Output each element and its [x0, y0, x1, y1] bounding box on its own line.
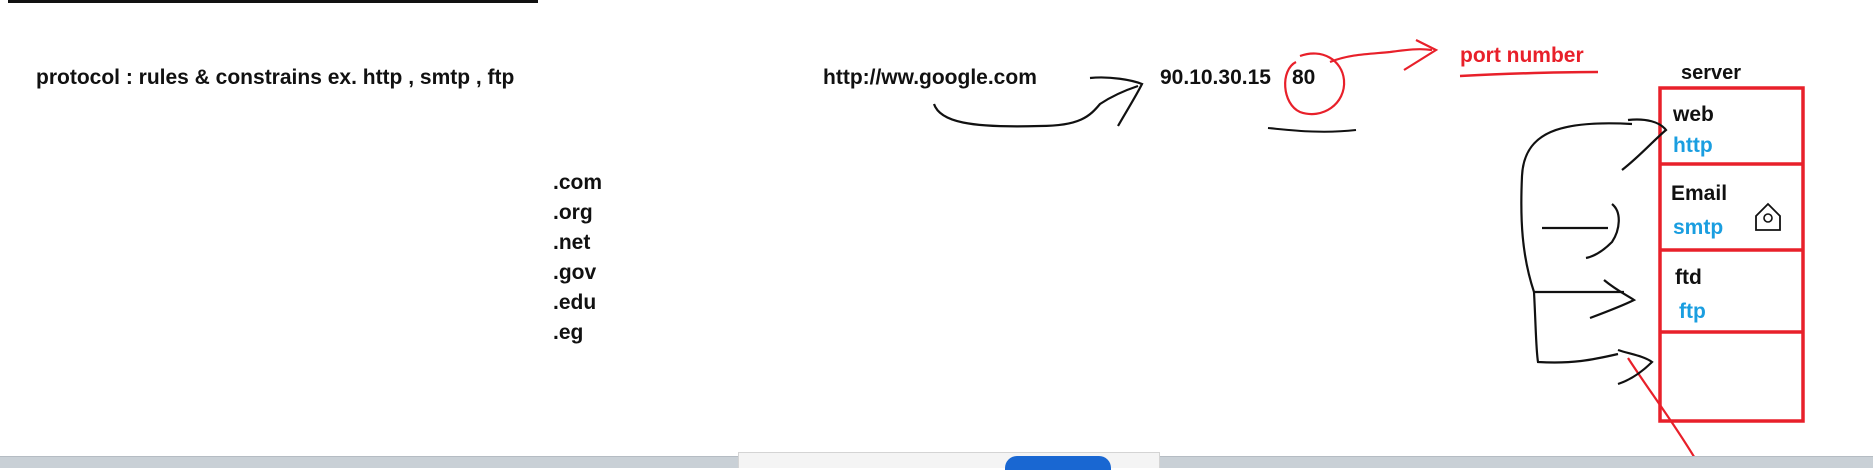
service-ftd-name: ftd [1675, 266, 1702, 289]
url-example: http://ww.google.com [823, 66, 1037, 89]
port-value: 80 [1292, 66, 1316, 89]
server-box [1658, 86, 1805, 423]
url-to-ip-arrowhead [1089, 76, 1144, 127]
tld-item: .net [553, 231, 591, 254]
service-web-name: web [1673, 103, 1714, 126]
tld-item: .gov [553, 261, 597, 284]
port-number-label: port number [1460, 44, 1584, 67]
tld-list: .com .org .net .gov .edu .eg [553, 168, 602, 348]
protocol-note: protocol : rules & constrains ex. http ,… [36, 66, 515, 89]
port-arrowhead [1403, 39, 1439, 71]
bottom-action-button[interactable] [1005, 456, 1111, 470]
server-label: server [1681, 62, 1742, 84]
port-arrow [1329, 48, 1433, 64]
arrow-to-email-head [1585, 203, 1620, 260]
red-pointer-line [1627, 357, 1697, 461]
tld-item: .edu [553, 291, 597, 314]
service-email-name: Email [1671, 182, 1728, 205]
port-circle [1284, 52, 1346, 116]
port-label-underline [1459, 70, 1599, 78]
service-email-protocol: smtp [1673, 216, 1724, 239]
ip-address: 90.10.30.15 [1160, 66, 1271, 89]
service-web-protocol: http [1673, 134, 1713, 157]
service-bracket [1520, 122, 1633, 364]
arrow-to-ftd-head [1589, 279, 1637, 320]
port-underline [1267, 127, 1357, 133]
tld-item: .com [553, 171, 603, 194]
tld-item: .org [553, 201, 593, 224]
tld-item: .eg [553, 321, 584, 344]
arrow-to-web [1621, 118, 1668, 171]
arrow-to-empty-head [1617, 348, 1654, 386]
service-ftd-protocol: ftp [1679, 300, 1706, 323]
top-divider [8, 0, 538, 3]
pen-cursor-icon [1755, 202, 1781, 231]
url-to-ip-arrow [932, 84, 1139, 128]
